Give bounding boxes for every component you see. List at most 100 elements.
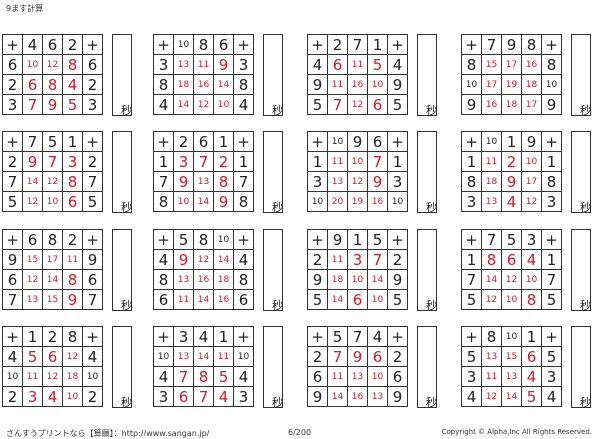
answer-cell[interactable]: 18 bbox=[501, 94, 522, 115]
answer-cell[interactable]: 12 bbox=[22, 191, 43, 212]
time-entry-box[interactable] bbox=[263, 229, 283, 311]
answer-cell[interactable]: 12 bbox=[347, 94, 368, 115]
time-entry-box[interactable] bbox=[112, 34, 132, 116]
answer-cell[interactable]: 8 bbox=[193, 366, 214, 387]
answer-cell[interactable]: 15 bbox=[501, 346, 522, 367]
answer-cell[interactable]: 7 bbox=[367, 151, 388, 172]
time-entry-box[interactable] bbox=[417, 229, 437, 311]
answer-cell[interactable]: 14 bbox=[327, 289, 348, 310]
answer-cell[interactable]: 4 bbox=[42, 386, 63, 407]
answer-cell[interactable]: 9 bbox=[213, 191, 234, 212]
answer-cell[interactable]: 10 bbox=[62, 386, 83, 407]
answer-cell[interactable]: 6 bbox=[501, 249, 522, 270]
answer-cell[interactable]: 5 bbox=[22, 346, 43, 367]
answer-cell[interactable]: 16 bbox=[481, 94, 502, 115]
answer-cell[interactable]: 2 bbox=[501, 151, 522, 172]
answer-cell[interactable]: 14 bbox=[193, 289, 214, 310]
answer-cell[interactable]: 16 bbox=[193, 269, 214, 290]
answer-cell[interactable]: 2 bbox=[213, 151, 234, 172]
answer-cell[interactable]: 11 bbox=[327, 249, 348, 270]
time-entry-box[interactable] bbox=[263, 131, 283, 213]
answer-cell[interactable]: 11 bbox=[327, 151, 348, 172]
answer-cell[interactable]: 15 bbox=[481, 54, 502, 75]
answer-cell[interactable]: 13 bbox=[367, 386, 388, 407]
time-entry-box[interactable] bbox=[417, 326, 437, 408]
answer-cell[interactable]: 10 bbox=[501, 289, 522, 310]
answer-cell[interactable]: 13 bbox=[173, 269, 194, 290]
answer-cell[interactable]: 9 bbox=[173, 171, 194, 192]
answer-cell[interactable]: 15 bbox=[42, 289, 63, 310]
answer-cell[interactable]: 7 bbox=[327, 94, 348, 115]
answer-cell[interactable]: 17 bbox=[521, 94, 542, 115]
answer-cell[interactable]: 16 bbox=[347, 386, 368, 407]
answer-cell[interactable]: 11 bbox=[327, 74, 348, 95]
answer-cell[interactable]: 18 bbox=[62, 366, 83, 387]
answer-cell[interactable]: 12 bbox=[501, 269, 522, 290]
answer-cell[interactable]: 5 bbox=[521, 386, 542, 407]
answer-cell[interactable]: 13 bbox=[501, 366, 522, 387]
answer-cell[interactable]: 8 bbox=[481, 249, 502, 270]
time-entry-box[interactable] bbox=[112, 326, 132, 408]
answer-cell[interactable]: 12 bbox=[42, 54, 63, 75]
time-entry-box[interactable] bbox=[417, 34, 437, 116]
answer-cell[interactable]: 9 bbox=[42, 94, 63, 115]
answer-cell[interactable]: 12 bbox=[193, 249, 214, 270]
answer-cell[interactable]: 10 bbox=[521, 269, 542, 290]
answer-cell[interactable]: 4 bbox=[213, 386, 234, 407]
answer-cell[interactable]: 4 bbox=[501, 191, 522, 212]
answer-cell[interactable]: 18 bbox=[173, 74, 194, 95]
answer-cell[interactable]: 17 bbox=[481, 74, 502, 95]
answer-cell[interactable]: 12 bbox=[42, 366, 63, 387]
answer-cell[interactable]: 18 bbox=[481, 171, 502, 192]
answer-cell[interactable]: 3 bbox=[173, 151, 194, 172]
answer-cell[interactable]: 7 bbox=[367, 249, 388, 270]
answer-cell[interactable]: 13 bbox=[347, 366, 368, 387]
time-entry-box[interactable] bbox=[112, 229, 132, 311]
answer-cell[interactable]: 10 bbox=[367, 366, 388, 387]
answer-cell[interactable]: 4 bbox=[521, 366, 542, 387]
answer-cell[interactable]: 11 bbox=[481, 151, 502, 172]
answer-cell[interactable]: 17 bbox=[501, 54, 522, 75]
answer-cell[interactable]: 8 bbox=[213, 171, 234, 192]
answer-cell[interactable]: 14 bbox=[193, 346, 214, 367]
answer-cell[interactable]: 14 bbox=[193, 191, 214, 212]
answer-cell[interactable]: 12 bbox=[481, 386, 502, 407]
answer-cell[interactable]: 14 bbox=[501, 386, 522, 407]
answer-cell[interactable]: 3 bbox=[22, 386, 43, 407]
answer-cell[interactable]: 10 bbox=[367, 289, 388, 310]
answer-cell[interactable]: 12 bbox=[481, 289, 502, 310]
answer-cell[interactable]: 6 bbox=[42, 346, 63, 367]
answer-cell[interactable]: 12 bbox=[62, 346, 83, 367]
answer-cell[interactable]: 18 bbox=[327, 269, 348, 290]
answer-cell[interactable]: 18 bbox=[213, 269, 234, 290]
answer-cell[interactable]: 4 bbox=[62, 74, 83, 95]
answer-cell[interactable]: 7 bbox=[173, 366, 194, 387]
answer-cell[interactable]: 9 bbox=[22, 151, 43, 172]
answer-cell[interactable]: 6 bbox=[327, 54, 348, 75]
answer-cell[interactable]: 11 bbox=[22, 366, 43, 387]
answer-cell[interactable]: 10 bbox=[347, 269, 368, 290]
answer-cell[interactable]: 11 bbox=[327, 366, 348, 387]
answer-cell[interactable]: 13 bbox=[481, 346, 502, 367]
answer-cell[interactable]: 5 bbox=[213, 366, 234, 387]
answer-cell[interactable]: 12 bbox=[42, 171, 63, 192]
answer-cell[interactable]: 9 bbox=[62, 289, 83, 310]
answer-cell[interactable]: 13 bbox=[327, 171, 348, 192]
answer-cell[interactable]: 9 bbox=[367, 171, 388, 192]
answer-cell[interactable]: 15 bbox=[22, 249, 43, 270]
answer-cell[interactable]: 10 bbox=[173, 191, 194, 212]
answer-cell[interactable]: 8 bbox=[62, 269, 83, 290]
answer-cell[interactable]: 6 bbox=[367, 346, 388, 367]
answer-cell[interactable]: 10 bbox=[367, 74, 388, 95]
time-entry-box[interactable] bbox=[571, 326, 591, 408]
answer-cell[interactable]: 13 bbox=[173, 346, 194, 367]
answer-cell[interactable]: 10 bbox=[42, 191, 63, 212]
answer-cell[interactable]: 11 bbox=[193, 54, 214, 75]
answer-cell[interactable]: 12 bbox=[347, 171, 368, 192]
answer-cell[interactable]: 14 bbox=[481, 269, 502, 290]
answer-cell[interactable]: 11 bbox=[481, 366, 502, 387]
answer-cell[interactable]: 19 bbox=[347, 191, 368, 212]
answer-cell[interactable]: 10 bbox=[22, 54, 43, 75]
answer-cell[interactable]: 6 bbox=[367, 94, 388, 115]
answer-cell[interactable]: 14 bbox=[367, 269, 388, 290]
